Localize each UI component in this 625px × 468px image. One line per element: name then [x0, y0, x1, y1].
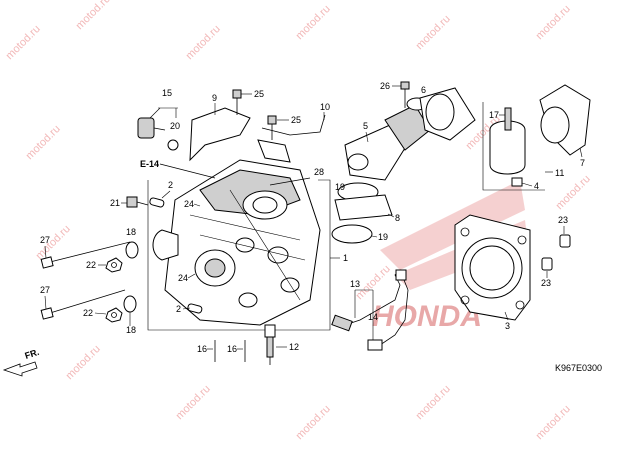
diagram-code: K967E0300 [555, 363, 602, 373]
callout-14: 14 [368, 312, 378, 322]
intake-joint [419, 87, 476, 141]
dowel-pin-upper [149, 197, 165, 208]
callout-21: 21 [110, 198, 120, 208]
watermark-text: motod.ru [184, 23, 223, 62]
callout-25-lower: 25 [291, 115, 301, 125]
cylinder-head-assembly [147, 159, 331, 331]
callout-19-lower: 19 [378, 232, 388, 242]
callout-8: 8 [395, 213, 400, 223]
clamp-band [489, 107, 526, 187]
callout-24-lower: 24 [178, 273, 188, 283]
bolt-26 [400, 81, 410, 108]
dowel-pin-right-lower [541, 257, 553, 271]
callout-25-upper: 25 [254, 89, 264, 99]
watermark-text: motod.ru [414, 13, 453, 52]
watermark-text: motod.ru [294, 3, 333, 42]
nut-upper [105, 257, 123, 273]
callout-2-lower: 2 [176, 304, 181, 314]
intake-pipe [344, 104, 431, 181]
oxygen-sensor [331, 269, 409, 351]
callout-15: 15 [162, 88, 172, 98]
callout-9: 9 [212, 93, 217, 103]
spark-plug [264, 324, 276, 365]
callout-22-upper: 22 [86, 260, 96, 270]
callout-20: 20 [170, 121, 180, 131]
reference-label: E-14 [140, 159, 159, 169]
callout-1: 1 [343, 253, 348, 263]
washer-lower [123, 295, 137, 313]
callout-27-upper: 27 [40, 235, 50, 245]
temperature-sensor [137, 117, 179, 151]
pipe-bracket [257, 139, 291, 163]
callout-3: 3 [505, 321, 510, 331]
callout-27-lower: 27 [40, 285, 50, 295]
watermark-text: motod.ru [174, 383, 213, 422]
head-bolt [269, 177, 311, 186]
dowel-pin-right-upper [559, 234, 571, 248]
watermark-text: motod.ru [534, 3, 573, 42]
dowel-pin-lower [187, 303, 203, 314]
watermark-text: motod.ru [294, 403, 333, 442]
callout-11: 11 [555, 168, 564, 178]
watermark-text: motod.ru [414, 383, 453, 422]
watermark-text: motod.ru [534, 403, 573, 442]
callout-4: 4 [534, 181, 539, 191]
callout-10: 10 [320, 102, 330, 112]
callout-13: 13 [350, 279, 360, 289]
callouts: 1 2 2 3 4 5 6 7 8 9 10 11 12 13 [40, 81, 585, 354]
callout-12: 12 [289, 342, 299, 352]
front-direction-indicator: FR. [2, 347, 41, 377]
callout-18-lower: 18 [126, 325, 136, 335]
callout-5: 5 [363, 121, 368, 131]
bolt-small [126, 196, 149, 208]
callout-28: 28 [314, 167, 324, 177]
clamp-callout-box [482, 102, 545, 191]
callout-16-left: 16 [197, 344, 207, 354]
callout-19-upper: 19 [335, 182, 345, 192]
breather-pipe [261, 114, 326, 136]
honda-brand-text: HONDA [372, 300, 482, 333]
callout-18-upper: 18 [126, 227, 136, 237]
watermark-text: motod.ru [554, 173, 593, 212]
callout-7: 7 [580, 158, 585, 168]
gasket-lower [331, 224, 373, 244]
bracket [189, 107, 251, 162]
callout-23-lower: 23 [541, 278, 551, 288]
callout-24-upper: 24 [184, 199, 194, 209]
direction-label: FR. [24, 347, 41, 361]
callout-22-lower: 22 [83, 308, 93, 318]
callout-6: 6 [421, 85, 426, 95]
watermark-text: motod.ru [64, 343, 103, 382]
reference-mark: E-14 [140, 159, 216, 179]
nut-lower [105, 307, 123, 323]
washer-upper [125, 241, 139, 259]
watermark-text: motod.ru [24, 123, 63, 162]
callout-26: 26 [380, 81, 390, 91]
watermark-text: motod.ru [74, 0, 113, 32]
cylinder [454, 214, 531, 321]
callout-17: 17 [489, 110, 499, 120]
callout-16-right: 16 [227, 344, 237, 354]
callout-23-upper: 23 [558, 215, 568, 225]
bolt-25-lower [267, 115, 277, 140]
assembly-box [147, 179, 331, 331]
long-bolt-upper [40, 241, 131, 269]
honda-wing-logo [380, 180, 525, 270]
callout-2-upper: 2 [168, 180, 173, 190]
air-cleaner-joint [539, 84, 591, 156]
insulator [334, 194, 393, 221]
watermark-text: motod.ru [4, 23, 43, 62]
long-bolt-lower [40, 289, 126, 320]
